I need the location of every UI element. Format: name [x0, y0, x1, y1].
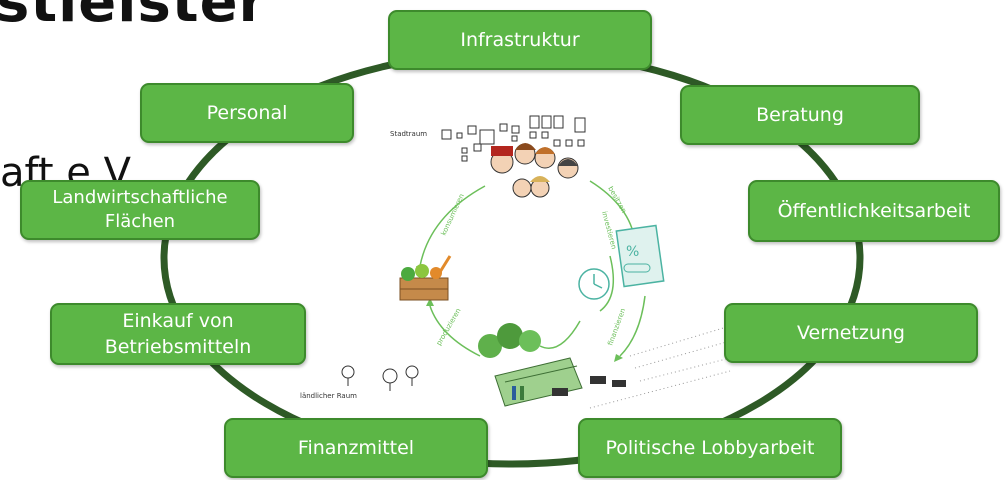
background-slide-title: stleister — [0, 0, 268, 35]
field-lines — [589, 325, 731, 409]
label-besitzen: besitzen — [606, 185, 628, 215]
countryside-trees-icon — [341, 365, 419, 391]
document-percent-icon: % — [615, 224, 665, 288]
label-konsumieren: konsumieren — [440, 193, 466, 237]
node-vernetzung: Vernetzung — [724, 303, 978, 363]
node-beratung: Beratung — [680, 85, 920, 145]
label-produzieren: produzieren — [435, 307, 463, 347]
laendlicher-raum-label: ländlicher Raum — [300, 392, 357, 400]
vegetable-crate-icon — [399, 255, 452, 301]
stadtraum-label: Stadtraum — [390, 130, 427, 138]
label-finanzieren: finanzieren — [606, 307, 627, 346]
node-infrastruktur: Infrastruktur — [388, 10, 652, 70]
percent-symbol: % — [626, 244, 639, 260]
farm-icon — [478, 323, 583, 407]
node-landwirtschaftliche-flaechen: Landwirtschaftliche Flächen — [20, 180, 260, 240]
cows-icon — [552, 376, 626, 396]
label-investieren: investieren — [600, 210, 618, 250]
node-personal: Personal — [140, 83, 354, 143]
clock-icon — [578, 268, 610, 300]
node-politische-lobbyarbeit: Politische Lobbyarbeit — [578, 418, 842, 478]
node-einkauf-betriebsmittel: Einkauf von Betriebsmitteln — [50, 303, 306, 365]
node-oeffentlichkeitsarbeit: Öffentlichkeitsarbeit — [748, 180, 1000, 242]
people-icon — [490, 143, 579, 198]
city-buildings-icon — [441, 115, 586, 162]
node-finanzmittel: Finanzmittel — [224, 418, 488, 478]
central-illustration: Stadtraum ko — [300, 115, 731, 409]
